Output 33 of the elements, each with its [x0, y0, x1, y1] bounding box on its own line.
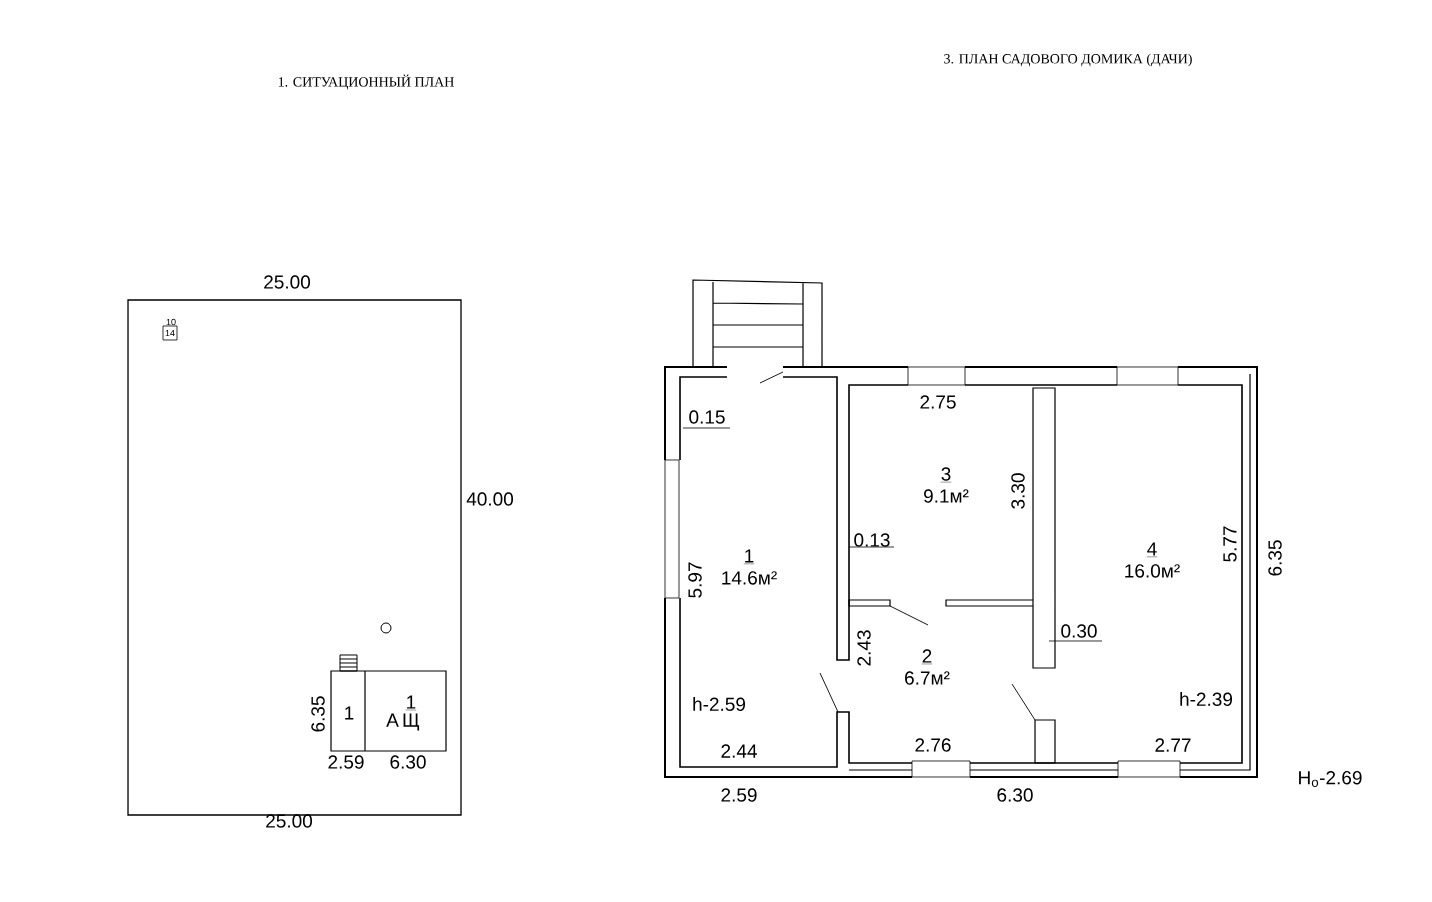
room-label: 3 9.1м² [924, 467, 969, 503]
dimension-label: 2.75 [920, 395, 956, 409]
dimension-label: 0.15 [689, 410, 725, 424]
dimension-label: 2.59 [721, 788, 757, 802]
dimension-label: 6.30 [390, 755, 426, 769]
dimension-label: 2.77 [1155, 738, 1191, 752]
building-label: А 1 Щ [386, 695, 420, 731]
plan-title: 3. ПЛАН САДОВОГО ДОМИКА (ДАЧИ) [944, 53, 1192, 67]
dimension-label: h-2.39 [1180, 692, 1233, 706]
dimension-label: 3.30 [1011, 473, 1025, 509]
building-label: 1 [345, 706, 354, 720]
dimension-label: 2.44 [721, 744, 757, 758]
room-label: 2 6.7м² [905, 649, 950, 685]
dimension-label: 2.59 [328, 755, 364, 769]
dimension-label: 6.35 [311, 696, 325, 732]
room-label: 1 14.6м² [722, 549, 777, 585]
dimension-label: 5.77 [1223, 526, 1237, 562]
room-label: 4 16.0м² [1125, 542, 1180, 578]
dimension-label: 25.00 [266, 814, 313, 828]
dimension-label: 2.76 [915, 738, 951, 752]
plot-number: 14 [165, 329, 175, 337]
dimension-label: 0.30 [1061, 624, 1097, 638]
dimension-label: 40.00 [466, 492, 514, 506]
dimension-label: 6.30 [997, 788, 1033, 802]
dimension-label: 2.43 [857, 630, 871, 666]
dimension-label: 0.13 [854, 533, 890, 547]
dimension-label: 25.00 [264, 275, 311, 289]
dimension-label: h-2.59 [693, 697, 746, 711]
plan-title: 1. СИТУАЦИОННЫЙ ПЛАН [278, 74, 454, 90]
dimension-label: 5.97 [688, 562, 702, 598]
dimension-label: H$_{o}$-2.69 [1299, 771, 1362, 787]
plot-number: 10 [166, 318, 176, 326]
dimension-label: 6.35 [1268, 540, 1282, 576]
